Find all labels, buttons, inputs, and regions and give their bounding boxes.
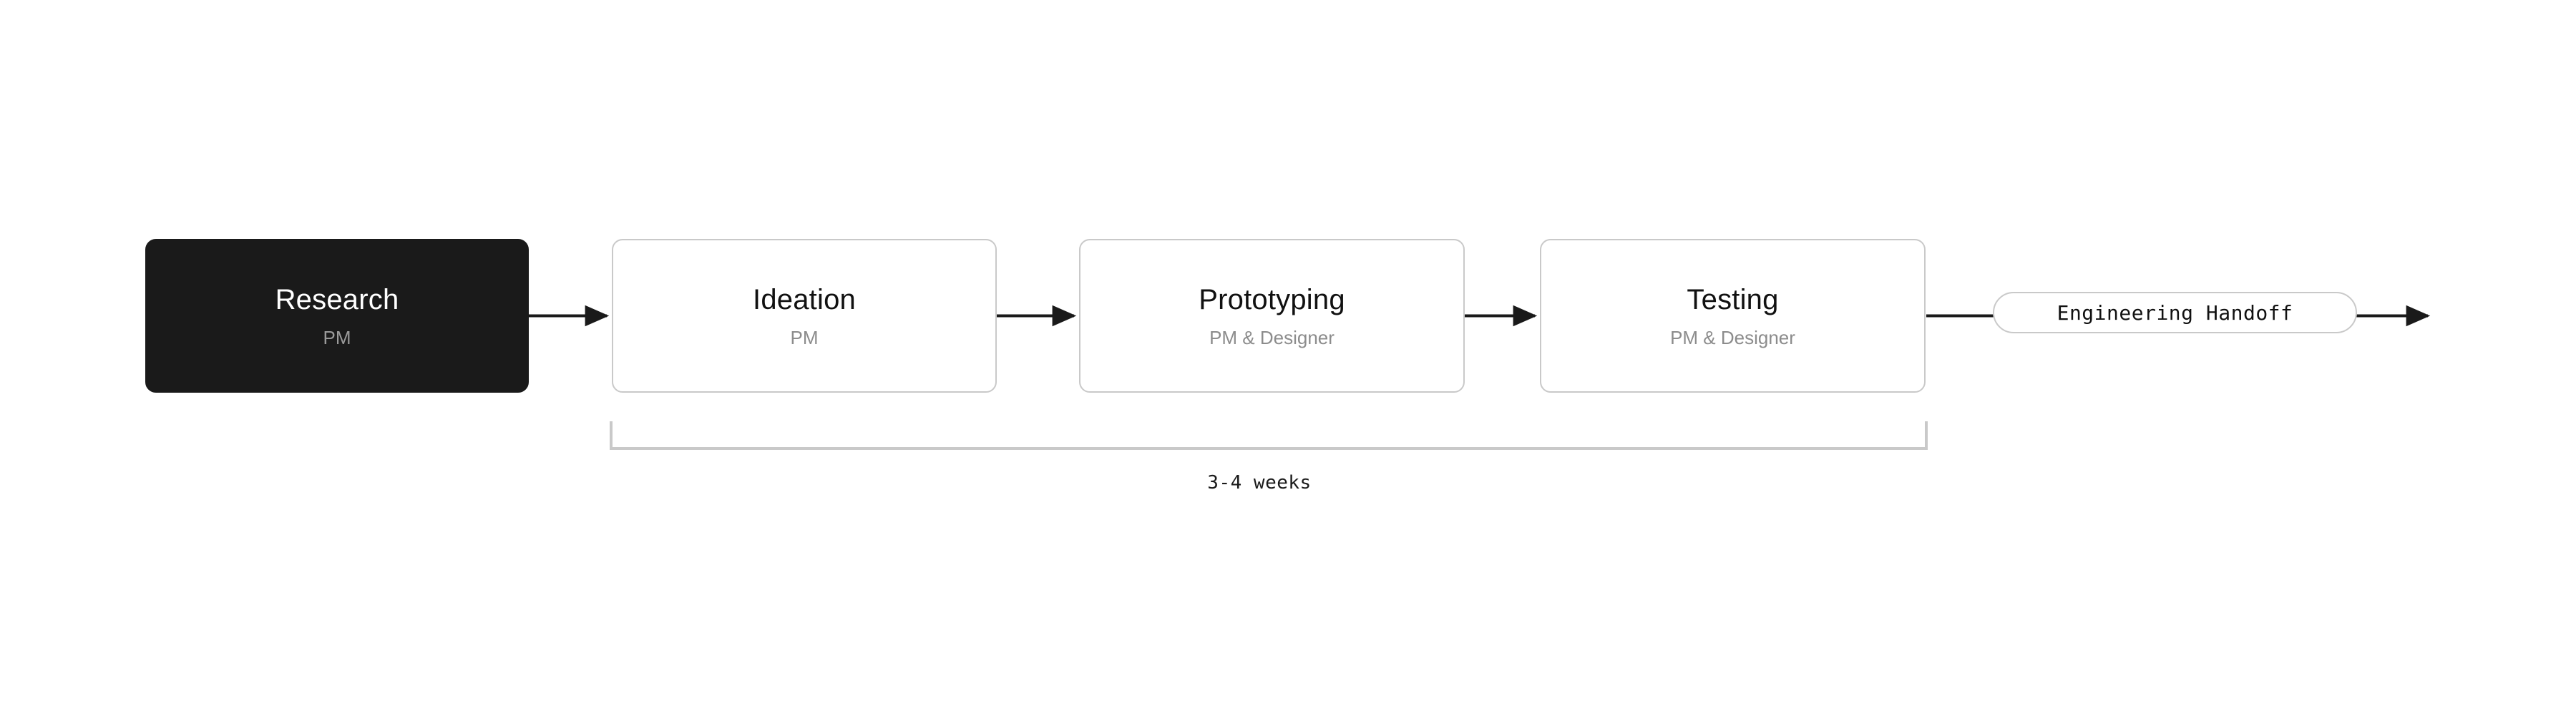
duration-bracket	[610, 421, 1928, 450]
node-ideation[interactable]: Ideation PM	[612, 239, 997, 393]
node-engineering-handoff[interactable]: Engineering Handoff	[1993, 292, 2357, 333]
node-subtitle: PM	[790, 326, 819, 348]
node-subtitle: PM	[323, 326, 351, 348]
node-prototyping[interactable]: Prototyping PM & Designer	[1079, 239, 1465, 393]
node-title: Ideation	[753, 283, 856, 315]
node-research[interactable]: Research PM	[145, 239, 529, 393]
node-title: Prototyping	[1199, 283, 1345, 315]
node-title: Testing	[1687, 283, 1779, 315]
node-title: Research	[275, 283, 399, 315]
node-subtitle: PM & Designer	[1670, 326, 1795, 348]
duration-label: 3-4 weeks	[1207, 472, 1312, 494]
node-subtitle: PM & Designer	[1209, 326, 1335, 348]
node-testing[interactable]: Testing PM & Designer	[1540, 239, 1926, 393]
pill-label: Engineering Handoff	[2057, 300, 2293, 325]
